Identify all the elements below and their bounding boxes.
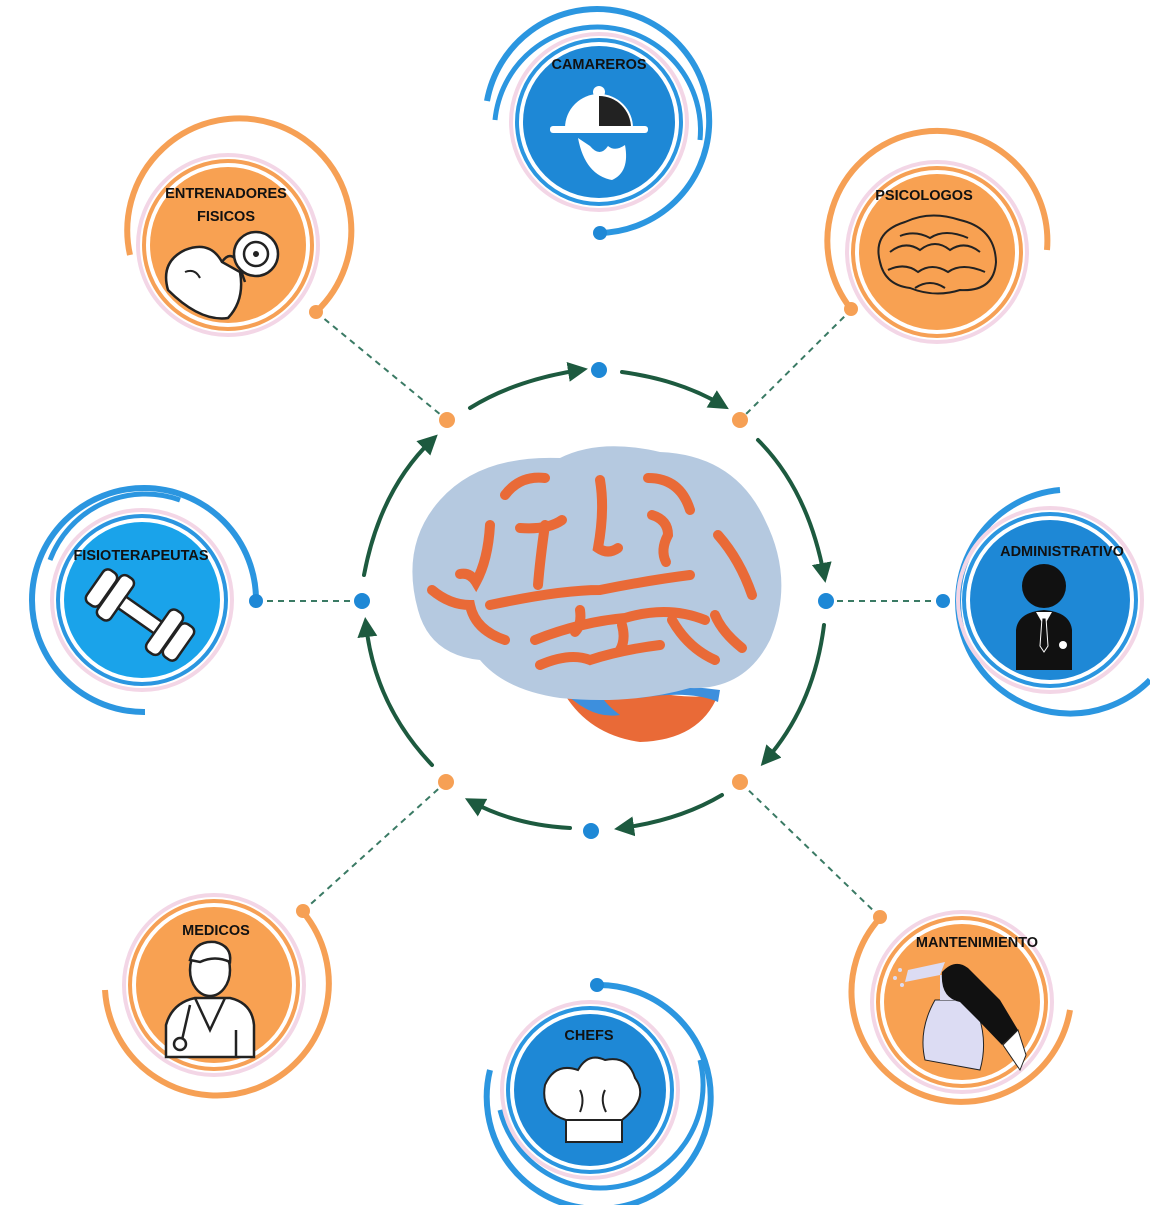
arc-end-dot: [249, 594, 263, 608]
arc-end-dot: [936, 594, 950, 608]
node-fisioterapeutas: FISIOTERAPEUTAS: [29, 485, 263, 716]
outer-arc: [102, 910, 332, 1099]
pink-ring: [122, 893, 306, 1077]
node-label: MEDICOS: [182, 923, 250, 939]
pink-ring: [956, 506, 1144, 694]
node-label-line-1: ENTRENADORES: [165, 186, 287, 202]
brain-icon: [877, 214, 998, 295]
cycle-arrow-6: [464, 798, 572, 830]
chef-hat-icon: [543, 1056, 642, 1143]
outer-arc: [848, 915, 1073, 1105]
connector-psicologos: [739, 308, 853, 421]
connector-mantenimiento: [739, 781, 881, 918]
node-label: CHEFS: [564, 1028, 613, 1044]
blue-ring: [56, 514, 228, 686]
arc-end-dot: [844, 302, 858, 316]
outer-arc-2: [47, 491, 181, 561]
dot-top-left: [439, 412, 455, 428]
pink-ring: [509, 32, 689, 212]
cycle-arrow-7: [357, 617, 434, 767]
blue-ring: [962, 512, 1138, 688]
dot-bottom-right: [732, 774, 748, 790]
dot-left: [354, 593, 370, 609]
pink-ring: [845, 160, 1029, 344]
dot-top-right: [732, 412, 748, 428]
cycle-arrow-3: [756, 438, 832, 583]
node-chefs: CHEFS: [483, 978, 714, 1205]
arc-end-dot: [873, 910, 887, 924]
connectors: [256, 308, 943, 918]
outer-arc: [124, 115, 355, 315]
cycle-arrow-8: [362, 434, 438, 577]
outer-arc: [824, 127, 1051, 311]
central-brain-icon: [412, 446, 782, 742]
cycle-arrows: [357, 361, 832, 837]
flexed-arm-icon: [164, 230, 280, 320]
arc-end-dot: [296, 904, 310, 918]
node-entrenadores: ENTRENADORES FISICOS: [124, 115, 355, 337]
arc-end-dot: [593, 226, 607, 240]
node-mantenimiento: MANTENIMIENTO: [848, 910, 1073, 1105]
node-label-line-2: FISICOS: [197, 209, 255, 225]
outer-arc-2: [497, 1059, 706, 1191]
pink-ring: [500, 1000, 680, 1180]
connector-entrenadores: [315, 311, 448, 421]
cycle-arrow-4: [760, 623, 826, 767]
node-psicologos: PSICOLOGOS: [824, 127, 1051, 344]
node-camareros: CAMAREROS: [484, 6, 713, 240]
node-medicos: MEDICOS: [102, 893, 332, 1099]
dot-bottom: [583, 823, 599, 839]
node-label: FISIOTERAPEUTAS: [73, 548, 208, 564]
node-administrativo: ADMINISTRATIVO: [936, 487, 1150, 717]
dot-bottom-left: [438, 774, 454, 790]
dot-right: [818, 593, 834, 609]
outer-arc: [29, 485, 260, 716]
cycle-dots: [354, 362, 834, 839]
node-label: PSICOLOGOS: [875, 188, 973, 204]
orange-ring: [851, 166, 1023, 338]
node-label: MANTENIMIENTO: [916, 935, 1038, 951]
outer-arc: [483, 981, 714, 1205]
cycle-arrow-5: [614, 793, 724, 837]
pink-ring: [870, 910, 1054, 1094]
pink-ring: [50, 508, 234, 692]
pink-ring: [136, 153, 320, 337]
businessman-icon: [1016, 564, 1072, 670]
dot-top: [591, 362, 607, 378]
blue-ring: [506, 1006, 674, 1174]
orange-ring: [142, 159, 314, 331]
outer-arc-2: [492, 24, 703, 141]
blue-ring: [515, 38, 683, 206]
cycle-arrow-2: [620, 370, 729, 410]
node-label: CAMAREROS: [551, 57, 646, 73]
outer-arc: [484, 6, 713, 236]
waiter-tray-icon: [550, 86, 648, 180]
arc-end-dot: [309, 305, 323, 319]
orange-ring: [876, 916, 1048, 1088]
orange-ring: [128, 899, 300, 1071]
node-label: ADMINISTRATIVO: [1000, 544, 1124, 560]
dumbbell-icon: [84, 568, 196, 662]
arc-end-dot: [590, 978, 604, 992]
doctor-icon: [164, 940, 256, 1059]
outer-arc: [955, 487, 1150, 717]
connector-medicos: [302, 781, 447, 912]
cycle-arrow-1: [468, 361, 588, 410]
spray-bottle-icon: [893, 962, 1027, 1072]
